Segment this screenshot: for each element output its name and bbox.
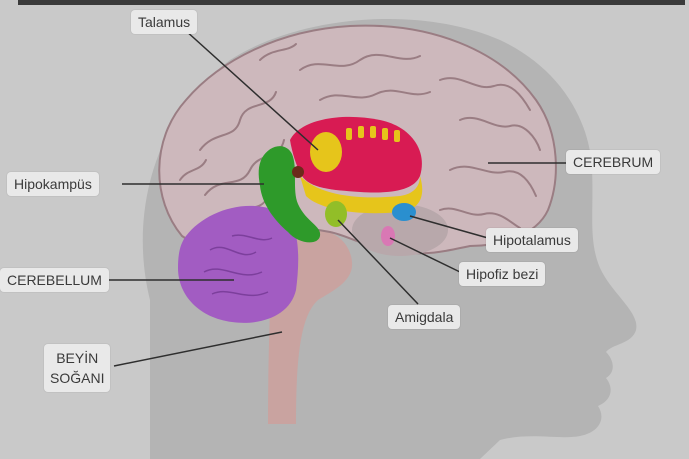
- label-talamus: Talamus: [131, 10, 198, 34]
- midbrain-shadow: [352, 204, 448, 256]
- label-beyin-sogani-line2: SOĞANI: [50, 370, 105, 386]
- label-cerebrum: CEREBRUM: [566, 150, 661, 174]
- pituitary: [381, 226, 395, 246]
- label-cerebellum: CEREBELLUM: [0, 268, 109, 292]
- top-bar: [18, 0, 685, 5]
- amygdala: [325, 201, 347, 227]
- brown-nucleus: [292, 166, 304, 178]
- thalamus-core: [310, 132, 342, 172]
- cerebellum-folia: [203, 234, 273, 297]
- label-hipotalamus: Hipotalamus: [486, 228, 578, 252]
- leader-talamus: [184, 29, 319, 151]
- leader-hipofiz: [389, 237, 461, 273]
- label-beyin-sogani-line1: BEYİN: [56, 350, 99, 366]
- label-amigdala: Amigdala: [388, 305, 461, 329]
- leader-hipotalamus: [409, 215, 489, 239]
- label-beyin-sogani: BEYİN SOĞANI: [44, 344, 111, 392]
- leader-beyin: [113, 331, 283, 367]
- thalamus-stripes: [346, 126, 400, 142]
- hippocampus: [258, 146, 321, 243]
- label-hipofiz-bezi: Hipofiz bezi: [459, 262, 546, 286]
- leader-lines: [109, 29, 566, 367]
- hypothalamus: [392, 203, 416, 221]
- label-hipokampus: Hipokampüs: [7, 172, 99, 196]
- leader-amigdala: [337, 219, 419, 305]
- cerebellum: [178, 205, 299, 323]
